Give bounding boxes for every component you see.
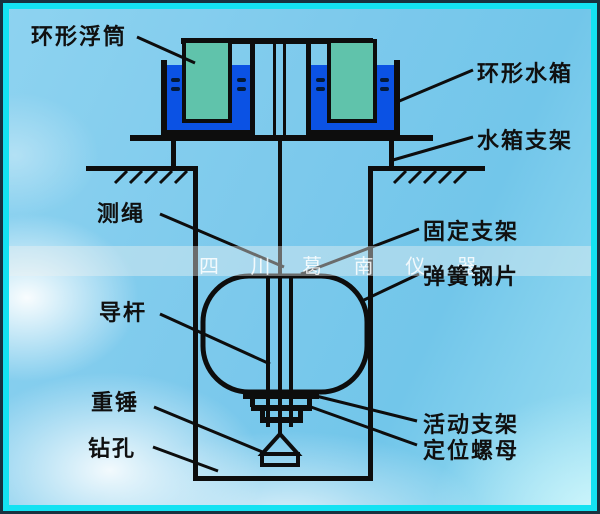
rope-tube-left [273, 44, 276, 136]
label-annular-float: 环形浮筒 [31, 24, 128, 49]
label-positioning-nut: 定位螺母 [423, 438, 520, 463]
label-tank-bracket: 水箱支架 [477, 128, 574, 153]
water-level-mark [237, 87, 246, 91]
water-level-mark [171, 78, 180, 82]
guide-rod-left [266, 277, 270, 427]
right-tank-outer-wall [394, 60, 400, 136]
left-tank-outer-wall [161, 60, 167, 136]
ground-line-right [368, 166, 485, 171]
label-weight-hammer: 重锤 [91, 390, 140, 415]
guide-rod-right [289, 277, 293, 427]
label-spring-steel-sheet: 弹簧钢片 [423, 264, 520, 289]
bracket-side [298, 411, 303, 419]
leader-spring-steel-sheet [363, 272, 420, 302]
float-top-bar [181, 38, 373, 44]
bracket-side [260, 411, 265, 419]
leader-measuring-rope [159, 212, 285, 269]
spring-steel-ball [200, 273, 370, 395]
right-tank-bottom [306, 130, 400, 136]
borehole-wall-left [193, 166, 198, 481]
watermark-band [3, 246, 597, 276]
label-measuring-rope: 测绳 [97, 201, 146, 226]
label-annular-water-tank: 环形水箱 [477, 61, 574, 86]
ground-hatching-right [392, 169, 468, 185]
leader-positioning-nut [310, 405, 418, 447]
right-annular-float [327, 39, 377, 123]
water-level-mark [380, 87, 389, 91]
left-tank-inner-wall [250, 44, 255, 136]
movable-bracket [243, 393, 319, 423]
leader-borehole [152, 445, 219, 473]
label-fixed-bracket: 固定支架 [423, 219, 520, 244]
rope-tube-right [283, 44, 286, 136]
leader-guide-rod [159, 312, 271, 366]
bracket-side [250, 399, 255, 407]
ground-hatching-left [113, 169, 189, 185]
sky-background [3, 3, 597, 511]
bracket-step-2 [251, 405, 312, 411]
support-leg-right [389, 141, 394, 168]
water-level-mark [380, 78, 389, 82]
borehole-bottom [193, 476, 373, 481]
hammer-base [260, 452, 300, 467]
leader-tank-bracket [392, 135, 474, 162]
leader-lines [136, 35, 474, 473]
right-tank-inner-wall [306, 44, 311, 136]
water-level-mark [237, 78, 246, 82]
water-level-mark [171, 87, 180, 91]
apparatus-diagram [86, 35, 485, 481]
borehole-wall-right [368, 166, 373, 481]
bracket-side [307, 399, 312, 407]
tank-support-bar [130, 135, 433, 141]
bracket-step-3 [260, 417, 303, 423]
ground-line-left [86, 166, 198, 171]
bracket-step-1 [243, 393, 319, 399]
water-level-mark [316, 78, 325, 82]
leader-movable-bracket [315, 394, 418, 423]
water-level-mark [316, 87, 325, 91]
leader-weight-hammer [153, 405, 266, 455]
measuring-rope-line [278, 141, 282, 427]
support-leg-left [171, 141, 176, 168]
left-tank-bottom [161, 130, 255, 136]
hammer-cone [257, 431, 303, 456]
watermark-text: 四 川 葛 南 仪 器 [199, 256, 490, 278]
leader-annular-float [136, 35, 196, 65]
label-movable-bracket: 活动支架 [423, 412, 520, 437]
label-guide-rod: 导杆 [99, 300, 148, 325]
label-borehole: 钻孔 [88, 436, 137, 461]
weight-hammer [257, 427, 303, 467]
leader-annular-water-tank [396, 68, 474, 104]
left-annular-float [182, 39, 232, 123]
leader-fixed-bracket [300, 227, 420, 276]
